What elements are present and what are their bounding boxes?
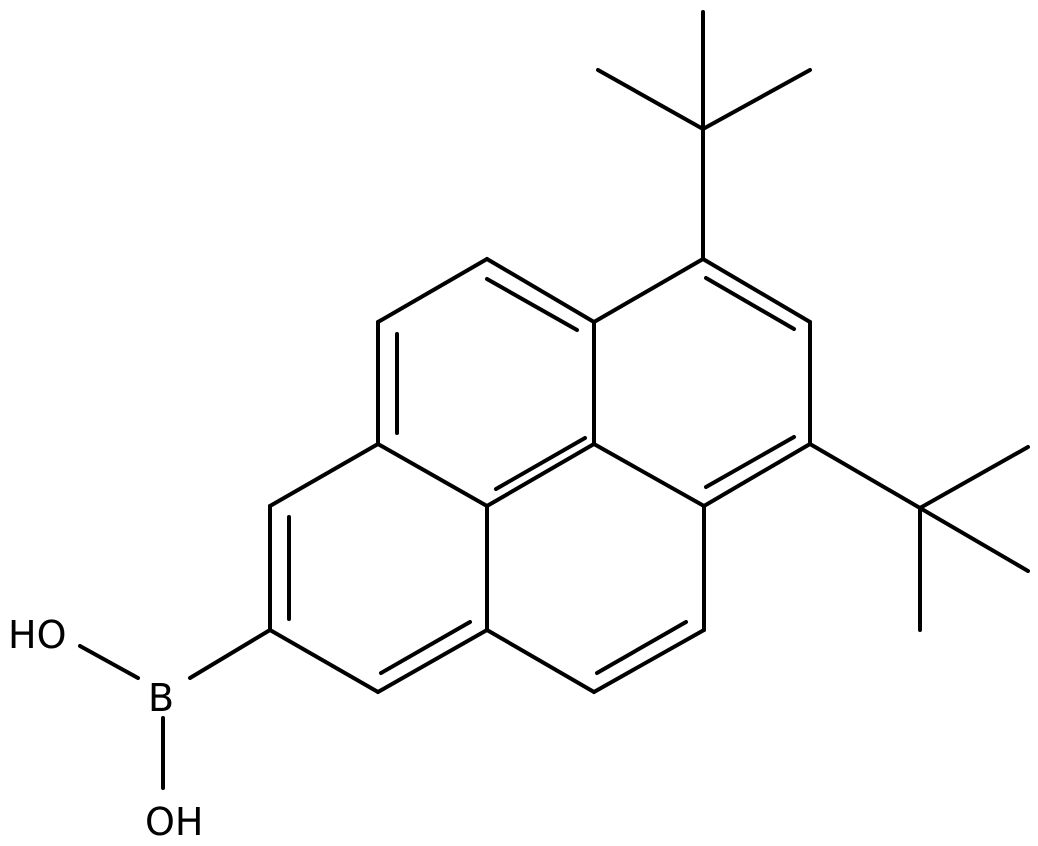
bond [376,442,489,508]
bond [596,68,705,131]
bond [595,620,688,675]
bond [704,276,796,331]
bond [485,257,596,324]
tert-butyl-right [808,442,1030,632]
atom-label-oh: OH [145,800,203,844]
bond [268,628,380,694]
bond [379,620,472,675]
bond [268,442,380,508]
bond [701,68,812,131]
bond [485,628,596,694]
bond [918,506,1030,573]
bond [918,445,1030,510]
bond [592,442,706,508]
bond [702,442,812,508]
bond [701,257,812,324]
bond [376,257,489,324]
bond [78,644,140,680]
pyrene-core [268,257,812,694]
bond [704,435,796,489]
bond [808,442,922,510]
bond [188,628,272,680]
bond [592,628,706,694]
atom-label-ho: HO [8,613,66,657]
bond [494,436,587,491]
bond [592,257,705,324]
boronic-acid-group: HO B OH [8,613,272,844]
atom-label-b: B [148,676,174,720]
bond [485,277,579,332]
tert-butyl-top [596,10,812,261]
bond [376,628,489,694]
bond [485,442,596,508]
